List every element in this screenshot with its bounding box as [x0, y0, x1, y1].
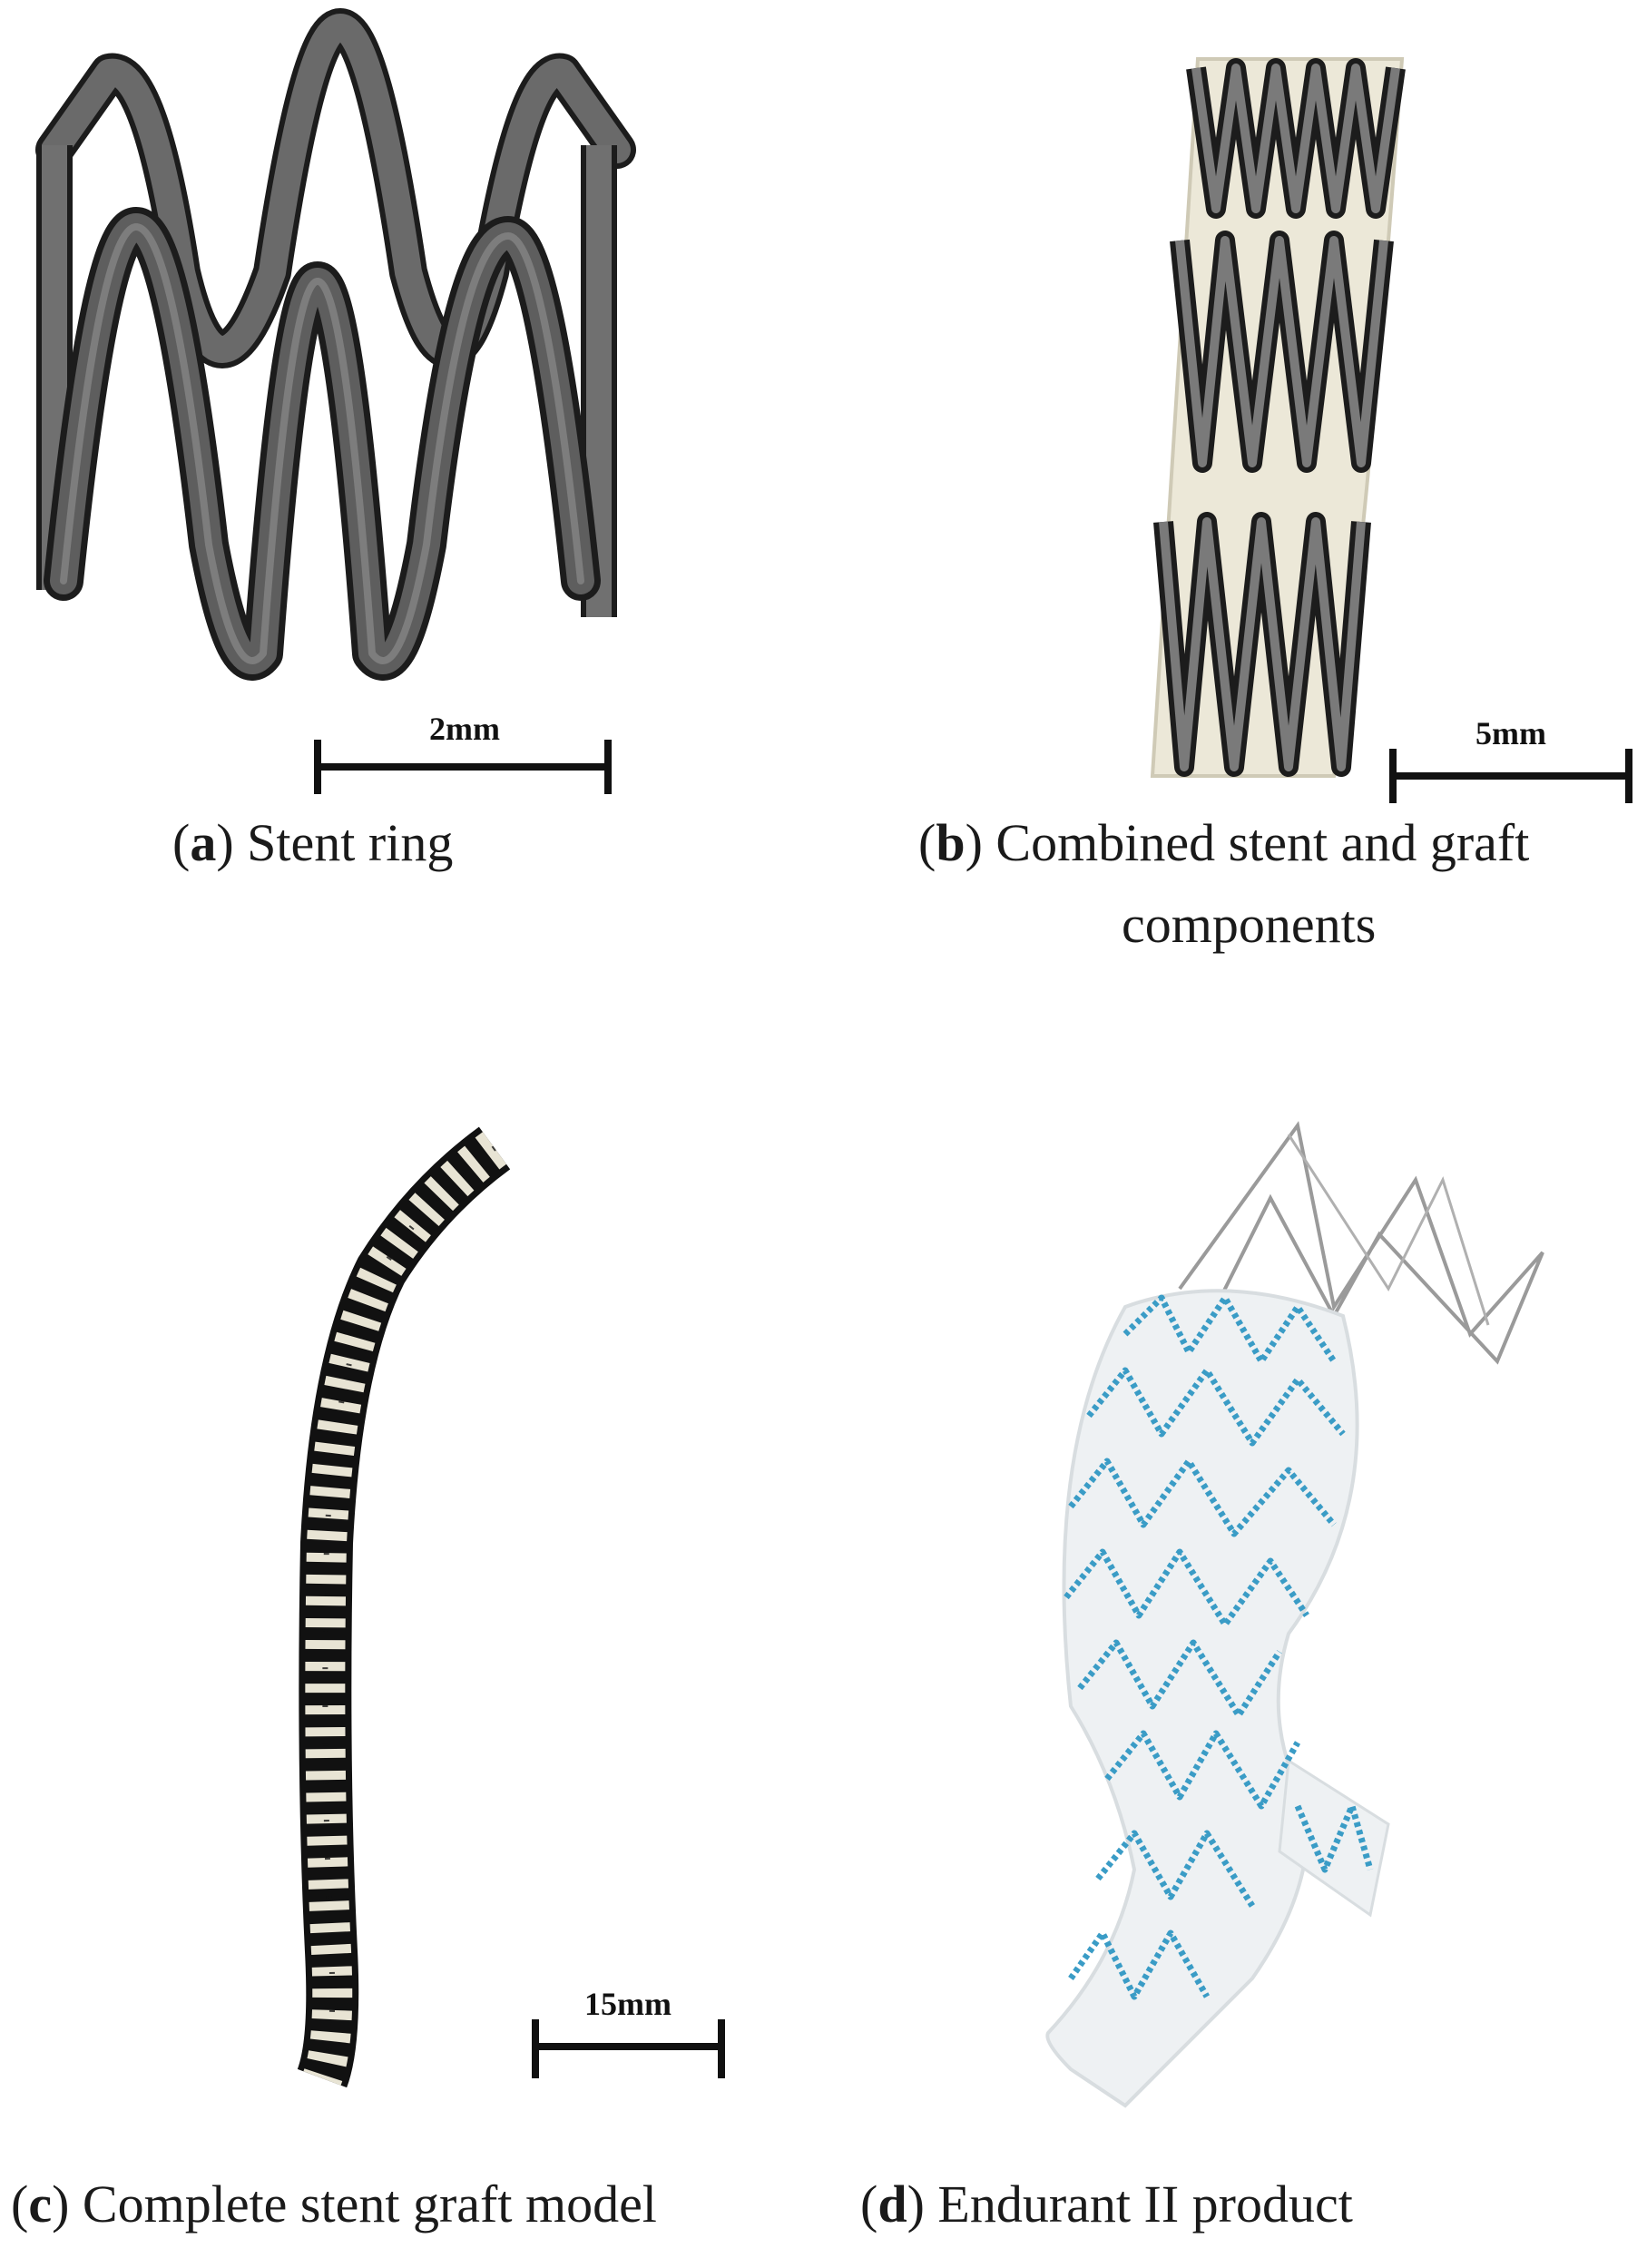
scale-bar-a-label: 2mm: [429, 711, 500, 747]
panel-letter-c: c: [28, 2175, 53, 2234]
scale-bar-a: 2mm: [314, 711, 612, 794]
scale-bar-c-label: 15mm: [584, 1986, 672, 2022]
caption-c-text: Complete stent graft model: [82, 2175, 657, 2234]
caption-b-line1: (b) Combined stent and graft: [918, 813, 1530, 872]
panel-letter-a: a: [190, 813, 217, 872]
panel-letter-b: b: [936, 813, 966, 872]
caption-d: (d) Endurant II product: [860, 2175, 1353, 2234]
scale-bar-b: 5mm: [1389, 715, 1632, 803]
endurant-product-photo: [1045, 1121, 1544, 2108]
caption-b-line2: components: [1122, 895, 1377, 954]
scale-bar-b-label: 5mm: [1475, 715, 1546, 751]
caption-c: (c) Complete stent graft model: [11, 2175, 657, 2234]
caption-a: (a) Stent ring: [172, 813, 454, 872]
caption-a-text: Stent ring: [247, 813, 454, 872]
caption-d-text: Endurant II product: [937, 2175, 1353, 2234]
stent-graft-section-image: [1150, 57, 1406, 778]
caption-b-text: Combined stent and graft: [995, 813, 1530, 872]
stent-ring-image: [35, 8, 636, 681]
complete-stent-graft-model-image: [297, 1126, 511, 2088]
scale-bar-c: 15mm: [532, 1986, 725, 2078]
panel-letter-d: d: [877, 2175, 907, 2234]
